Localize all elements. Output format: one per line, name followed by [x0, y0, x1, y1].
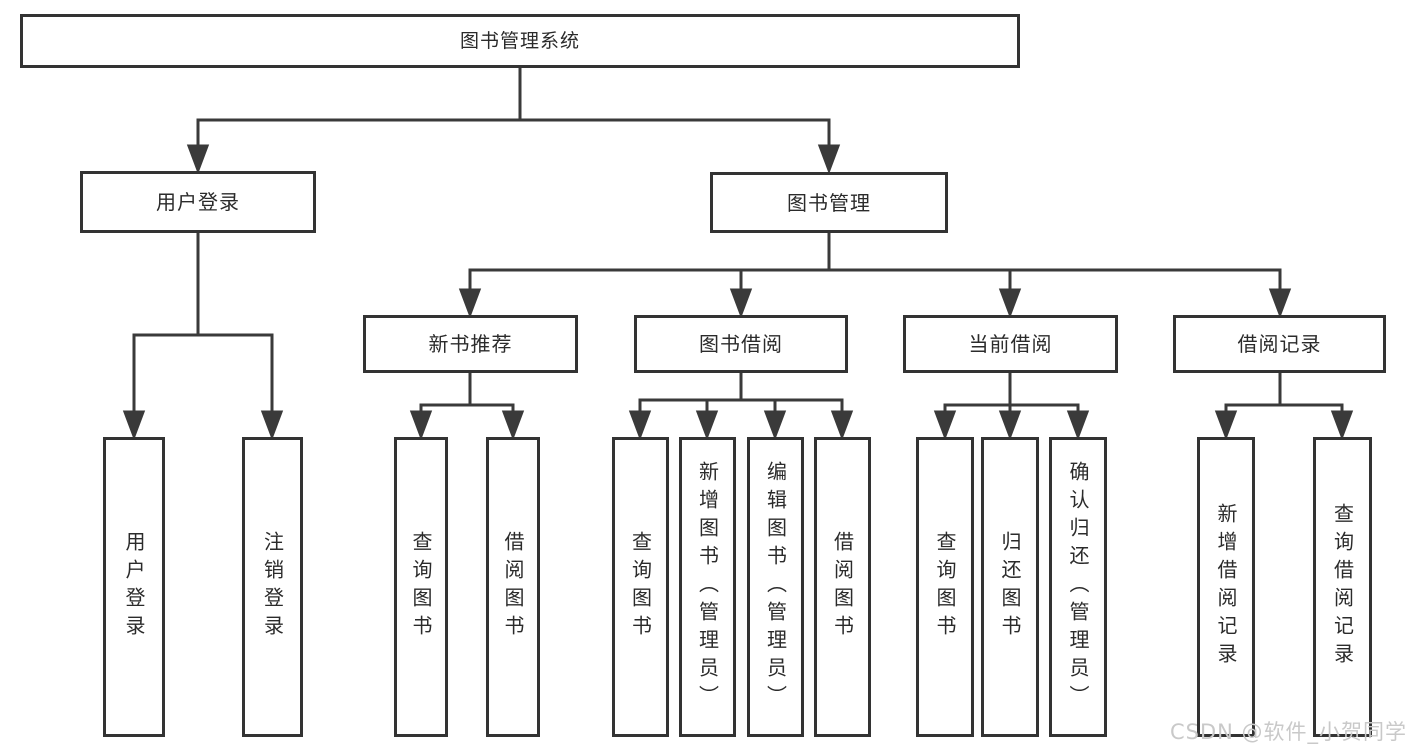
leaf-add-borrow-record: 新增借阅记录: [1197, 437, 1255, 737]
node-book-management: 图书管理: [710, 172, 948, 233]
connector-root-to-level2: [186, 68, 841, 175]
csdn-watermark: CSDN @软件_小贺同学: [1170, 720, 1405, 744]
connector-borrowrecords-to-leaves: [1214, 373, 1354, 441]
leaf-user-login: 用户登录: [103, 437, 165, 737]
leaf-confirm-return-admin: 确认归还（管理员）: [1049, 437, 1107, 737]
leaf-borrow-books: 借阅图书: [814, 437, 871, 737]
node-new-book-recommend: 新书推荐: [363, 315, 578, 373]
connector-bookmgmt-to-level3: [458, 233, 1292, 319]
connector-userlogin-to-leaves: [122, 233, 284, 441]
leaf-query-books-current: 查询图书: [916, 437, 974, 737]
node-current-borrowing: 当前借阅: [903, 315, 1118, 373]
connector-newbookrec-to-leaves: [409, 373, 525, 441]
node-borrowing-records: 借阅记录: [1173, 315, 1386, 373]
leaf-edit-books-admin: 编辑图书（管理员）: [747, 437, 804, 737]
leaf-query-borrow-record: 查询借阅记录: [1313, 437, 1372, 737]
leaf-add-books-admin: 新增图书（管理员）: [679, 437, 736, 737]
leaf-borrow-books-recommend: 借阅图书: [486, 437, 540, 737]
leaf-query-books-recommend: 查询图书: [394, 437, 448, 737]
leaf-logout: 注销登录: [242, 437, 303, 737]
connector-currentborrow-to-leaves: [933, 373, 1090, 441]
node-user-login: 用户登录: [80, 171, 316, 233]
node-book-borrowing: 图书借阅: [634, 315, 848, 373]
node-library-management-system: 图书管理系统: [20, 14, 1020, 68]
leaf-return-books: 归还图书: [981, 437, 1039, 737]
leaf-query-books-borrowing: 查询图书: [612, 437, 669, 737]
connector-bookborrow-to-leaves: [628, 373, 854, 441]
